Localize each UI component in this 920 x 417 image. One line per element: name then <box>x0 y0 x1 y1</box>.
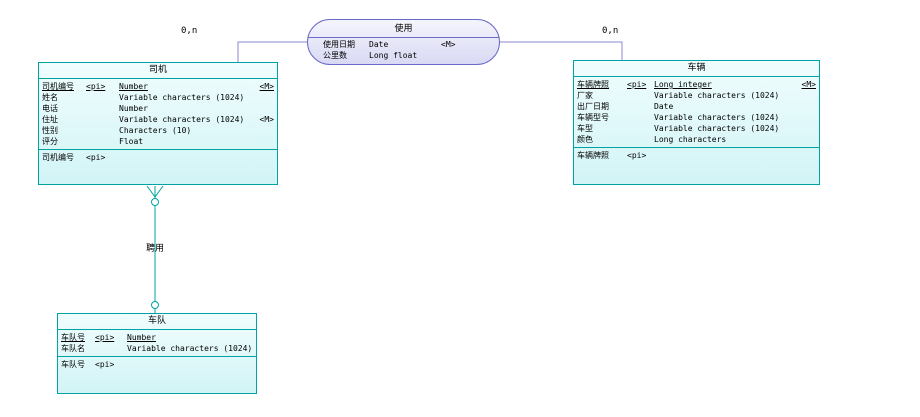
cardinality-label-vehicle: 0,n <box>602 26 619 36</box>
attribute-name: 厂家 <box>577 91 593 100</box>
optional-circle-icon-driver-end <box>151 198 159 206</box>
identifier-name: 司机编号 <box>42 153 74 162</box>
attribute-name: 出厂日期 <box>577 102 609 111</box>
relationship-label[interactable]: 聘用 <box>145 244 164 254</box>
attribute-type: Variable characters (1024) <box>654 91 780 100</box>
attribute-pi <box>86 136 119 147</box>
attribute-name: 住址 <box>42 115 58 124</box>
entity-vehicle-title: 车辆 <box>574 61 819 77</box>
entity-fleet-attributes: 车队号 <pi> Number 车队名 Variable characters … <box>58 330 256 356</box>
identifier-row: 车队号 <pi> <box>61 359 253 370</box>
attribute-type: Characters (10) <box>119 126 192 135</box>
attribute-type: Float <box>119 137 144 146</box>
attribute-name: 姓名 <box>42 93 58 102</box>
association-use[interactable]: 使用 使用日期 Date <M> 公里数 Long float <box>307 19 500 65</box>
attribute-name: 评分 <box>42 137 58 146</box>
cardinality-label-driver: 0,n <box>181 26 198 36</box>
association-link-vehicle[interactable] <box>500 41 623 60</box>
attribute-name: 使用日期 <box>323 40 355 49</box>
attribute-row: 性别 Characters (10) <box>42 125 274 136</box>
attribute-mandatory: <M> <box>441 40 456 49</box>
attribute-mandatory: <M> <box>259 82 274 91</box>
attribute-type: Variable characters (1024) <box>654 113 780 122</box>
attribute-mandatory: <M> <box>259 115 274 124</box>
entity-fleet-identifiers: 车队号 <pi> <box>58 356 256 370</box>
attribute-name: 车型 <box>577 124 593 133</box>
attribute-row: 车辆牌照 <pi> Long integer <M> <box>577 79 816 90</box>
attribute-type: Variable characters (1024) <box>654 124 780 133</box>
entity-fleet-title: 车队 <box>58 314 256 330</box>
attribute-pi: <pi> <box>95 333 115 342</box>
crow-foot-many-icon <box>146 185 164 198</box>
entity-fleet[interactable]: 车队 车队号 <pi> Number 车队名 Variable characte… <box>57 313 257 394</box>
entity-vehicle[interactable]: 车辆 车辆牌照 <pi> Long integer <M> 厂家 Variabl… <box>573 60 820 185</box>
attribute-name: 电话 <box>42 104 58 113</box>
attribute-name: 颜色 <box>577 135 593 144</box>
entity-driver-title: 司机 <box>39 63 277 79</box>
attribute-type: Long integer <box>654 80 712 89</box>
attribute-row: 车型 Variable characters (1024) <box>577 123 816 134</box>
attribute-name: 司机编号 <box>42 82 74 91</box>
attribute-type: Date <box>654 102 674 111</box>
entity-vehicle-identifiers: 车辆牌照 <pi> <box>574 147 819 161</box>
entity-driver[interactable]: 司机 司机编号 <pi> Number <M> 姓名 Variable char… <box>38 62 278 185</box>
attribute-type: Long float <box>369 51 418 60</box>
attribute-row: 电话 Number <box>42 103 274 114</box>
attribute-name: 性别 <box>42 126 58 135</box>
attribute-pi: <pi> <box>86 82 106 91</box>
attribute-pi <box>627 134 654 145</box>
attribute-name: 车辆牌照 <box>577 80 609 89</box>
attribute-type: Variable characters (1024) <box>119 115 245 124</box>
attribute-pi <box>95 343 127 354</box>
attribute-row: 车队号 <pi> Number <box>61 332 253 343</box>
attribute-name: 车队号 <box>61 333 85 342</box>
attribute-pi <box>86 114 119 125</box>
attribute-row: 公里数 Long float <box>323 50 489 61</box>
entity-driver-attributes: 司机编号 <pi> Number <M> 姓名 Variable charact… <box>39 79 277 149</box>
attribute-type: Variable characters (1024) <box>127 344 253 353</box>
identifier-row: 司机编号 <pi> <box>42 152 274 163</box>
attribute-row: 姓名 Variable characters (1024) <box>42 92 274 103</box>
attribute-row: 车辆型号 Variable characters (1024) <box>577 112 816 123</box>
optional-circle-icon-fleet-end <box>151 301 159 309</box>
attribute-pi <box>627 90 654 101</box>
association-use-attributes: 使用日期 Date <M> 公里数 Long float <box>308 38 499 61</box>
association-link-driver[interactable] <box>237 41 307 62</box>
attribute-row: 车队名 Variable characters (1024) <box>61 343 253 354</box>
attribute-type: Long characters <box>654 135 727 144</box>
attribute-pi <box>627 101 654 112</box>
attribute-mandatory: <M> <box>801 80 816 89</box>
attribute-row: 颜色 Long characters <box>577 134 816 145</box>
attribute-type: Number <box>119 82 148 91</box>
association-use-title: 使用 <box>308 20 499 38</box>
attribute-row: 住址 Variable characters (1024) <M> <box>42 114 274 125</box>
attribute-name: 公里数 <box>323 51 347 60</box>
attribute-pi <box>627 123 654 134</box>
attribute-pi: <pi> <box>627 80 647 89</box>
attribute-row: 司机编号 <pi> Number <M> <box>42 81 274 92</box>
attribute-row: 评分 Float <box>42 136 274 147</box>
attribute-type: Number <box>127 333 156 342</box>
entity-vehicle-attributes: 车辆牌照 <pi> Long integer <M> 厂家 Variable c… <box>574 77 819 147</box>
attribute-row: 出厂日期 Date <box>577 101 816 112</box>
identifier-pi: <pi> <box>86 153 106 162</box>
identifier-name: 车辆牌照 <box>577 151 609 160</box>
attribute-type: Number <box>119 104 148 113</box>
attribute-pi <box>86 103 119 114</box>
identifier-pi: <pi> <box>95 360 115 369</box>
identifier-name: 车队号 <box>61 360 85 369</box>
attribute-row: 使用日期 Date <M> <box>323 39 489 50</box>
attribute-name: 车辆型号 <box>577 113 609 122</box>
identifier-pi: <pi> <box>627 151 647 160</box>
attribute-pi <box>627 112 654 123</box>
attribute-pi <box>86 125 119 136</box>
entity-driver-identifiers: 司机编号 <pi> <box>39 149 277 163</box>
attribute-type: Variable characters (1024) <box>119 93 245 102</box>
attribute-pi <box>86 92 119 103</box>
identifier-row: 车辆牌照 <pi> <box>577 150 816 161</box>
attribute-name: 车队名 <box>61 344 85 353</box>
attribute-type: Date <box>369 40 389 49</box>
attribute-row: 厂家 Variable characters (1024) <box>577 90 816 101</box>
